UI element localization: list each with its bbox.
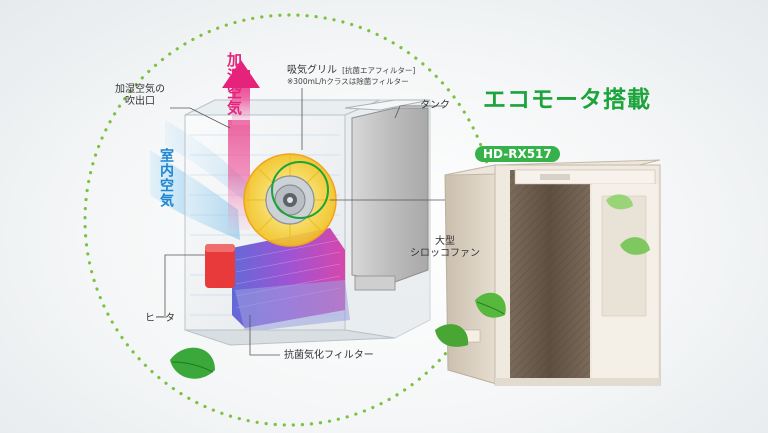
filter-label: 抗菌気化フィルター [284, 350, 374, 361]
leaf-icon [475, 292, 506, 318]
tank-label: タンク [420, 100, 450, 111]
leaf-icon [606, 194, 633, 210]
model-badge: HD-RX517 [475, 146, 560, 162]
outlet-label-line2: 吹出口 [125, 96, 155, 107]
outlet-label-line1: 加湿空気の [115, 84, 165, 95]
leaf-icon [435, 324, 469, 347]
intake-label-main: 吸気グリル [287, 65, 337, 76]
eco-motor-title: エコモータ搭載 [483, 87, 651, 113]
intake-label-note: ※300mL/hクラスは除菌フィルター [287, 77, 409, 86]
intake-label: 吸気グリル [抗菌エアフィルター] ※300mL/hクラスは除菌フィルター [287, 58, 415, 87]
humid-air-label: 加湿空気 [225, 52, 243, 116]
product-unit [444, 159, 661, 386]
leaf-icon [170, 347, 215, 379]
room-air-label: 室内空気 [158, 148, 174, 208]
heater-block [205, 244, 235, 288]
humidifier-cutaway [184, 99, 431, 346]
heater-label: ヒータ [145, 313, 175, 324]
fan-label-line2: シロッコファン [410, 248, 480, 259]
fan-label-line1: 大型 [435, 236, 455, 247]
leaf-icon [620, 237, 650, 255]
outlet-label: 加湿空気の 吹出口 [115, 84, 165, 108]
intake-label-sub: [抗菌エアフィルター] [342, 66, 416, 75]
fan-label: 大型 シロッコファン [410, 236, 480, 260]
up-arrow-icon [222, 60, 260, 125]
